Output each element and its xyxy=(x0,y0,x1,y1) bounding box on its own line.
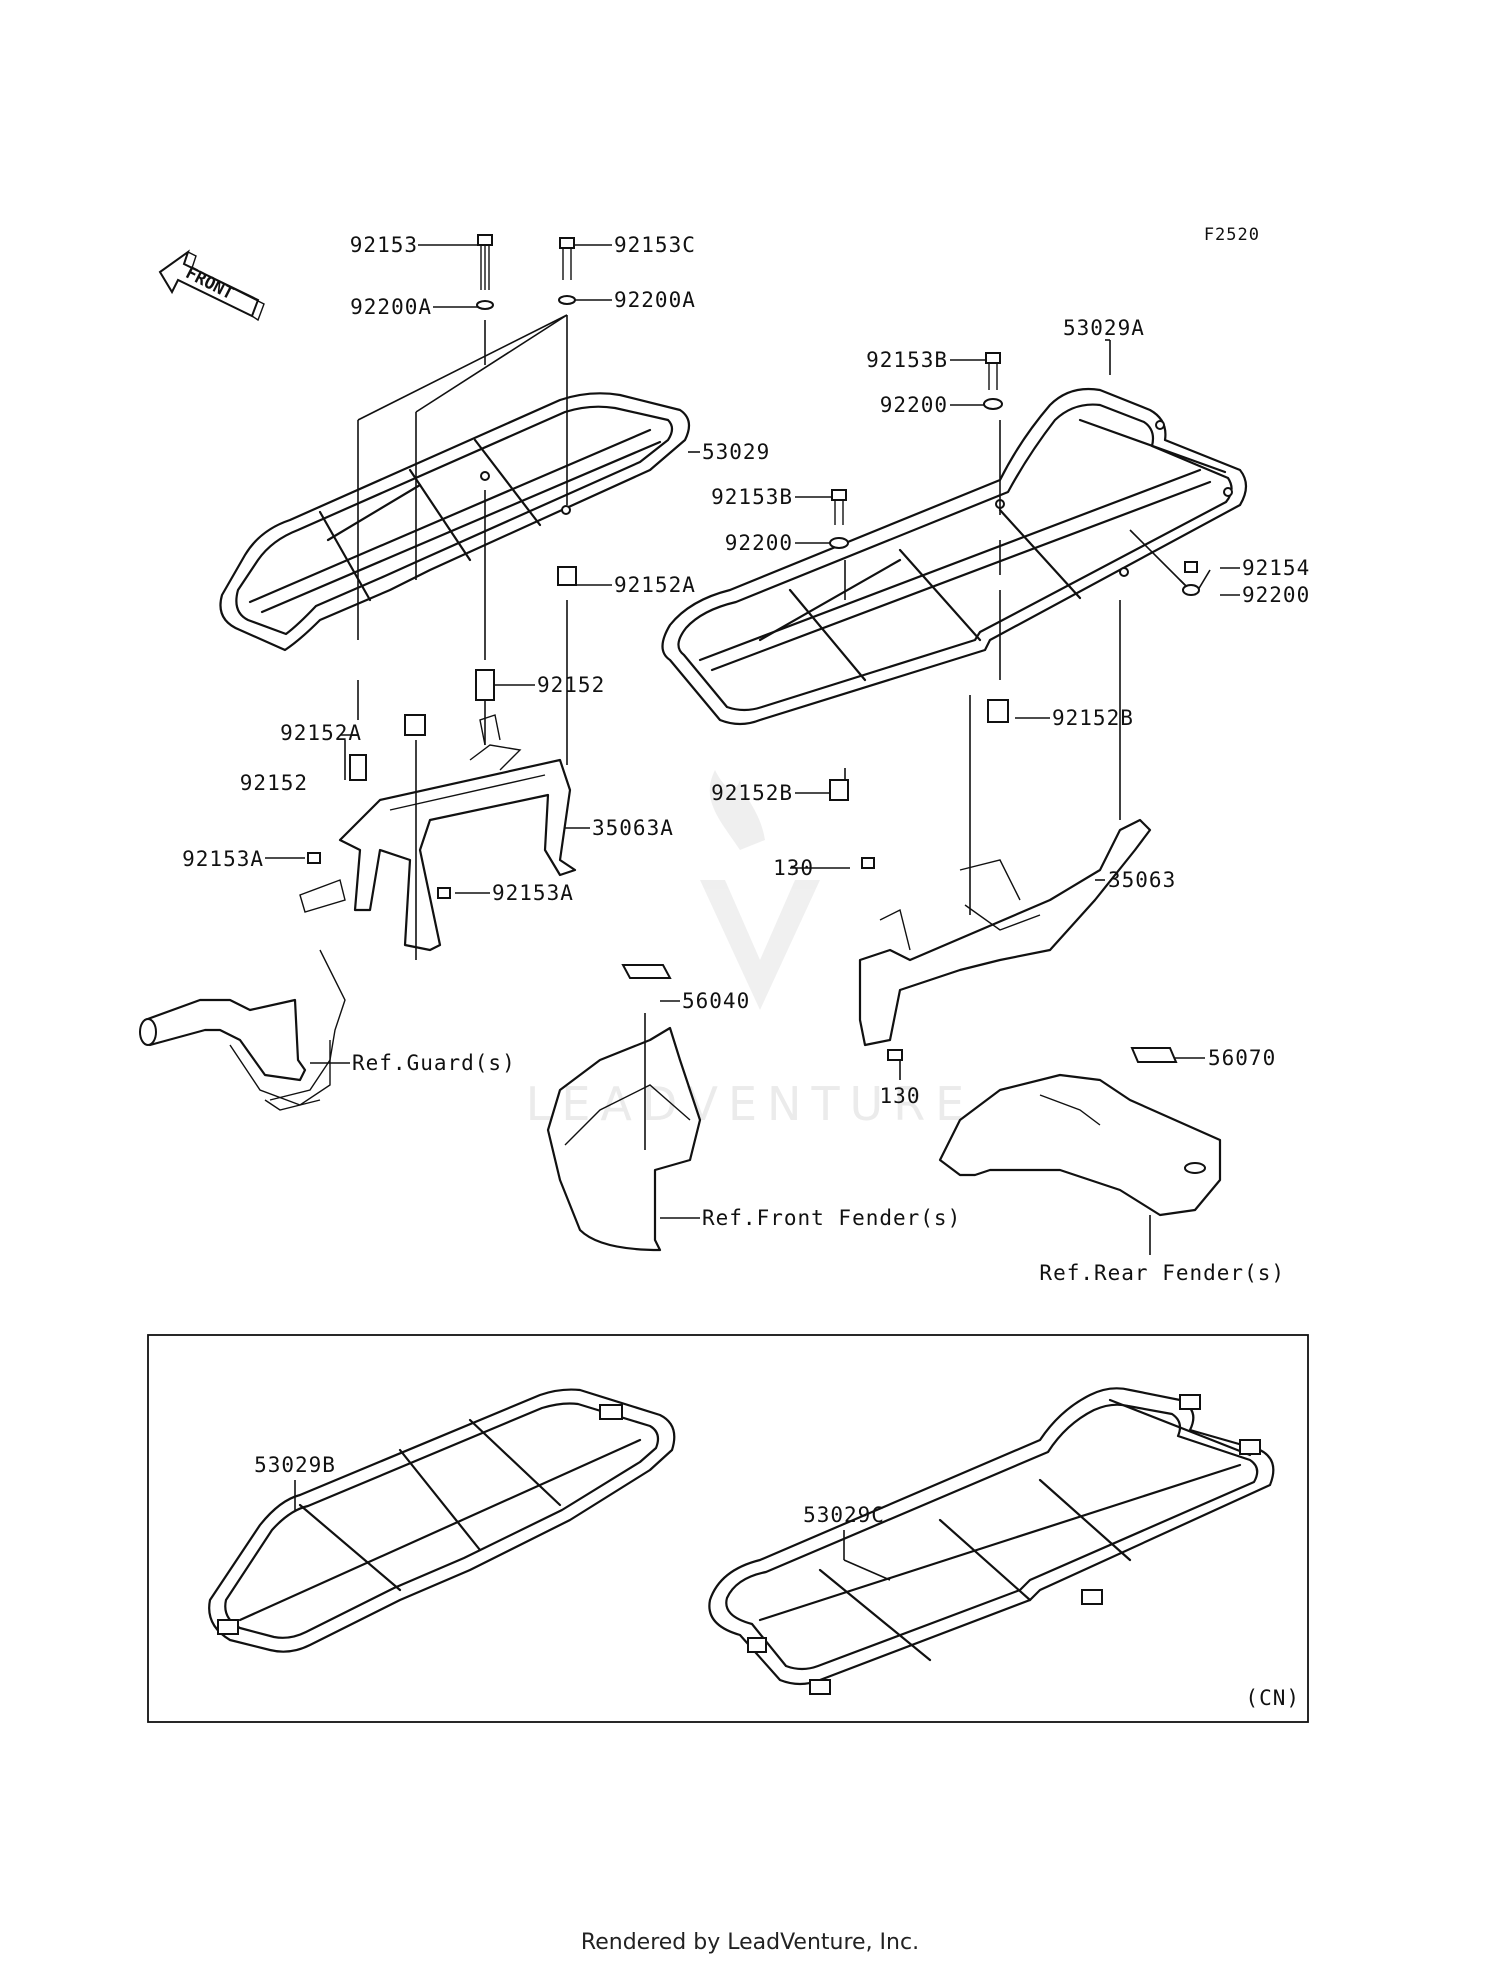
label-92152B-right: 92152B xyxy=(1052,706,1134,730)
label-92153B-top: 92153B xyxy=(866,348,948,372)
label-92153C: 92153C xyxy=(614,233,696,257)
decal-56070 xyxy=(1130,1047,1178,1063)
leaders-right xyxy=(790,339,1240,1255)
label-56040: 56040 xyxy=(682,989,750,1013)
label-92153B-mid: 92153B xyxy=(711,485,793,509)
rear-fender-reference xyxy=(938,1073,1222,1217)
label-92152A-right: 92152A xyxy=(614,573,696,597)
rear-carrier-53029A xyxy=(661,387,1248,726)
leaders-left-top xyxy=(265,244,700,1219)
label-53029A: 53029A xyxy=(1063,316,1145,340)
label-130-bottom: 130 xyxy=(880,1084,921,1108)
label-ref-front-fender: Ref.Front Fender(s) xyxy=(702,1206,961,1230)
label-92152B-left: 92152B xyxy=(711,781,793,805)
label-ref-guard: Ref.Guard(s) xyxy=(352,1051,516,1075)
front-arrow-icon: FRONT xyxy=(158,249,265,322)
label-92152-right: 92152 xyxy=(537,673,605,697)
label-92200A-right: 92200A xyxy=(614,288,696,312)
front-brace-35063A xyxy=(299,714,577,952)
label-35063: 35063 xyxy=(1108,868,1176,892)
label-ref-rear-fender: Ref.Rear Fender(s) xyxy=(1039,1261,1285,1285)
front-carrier-53029 xyxy=(219,392,691,652)
variant-label-cn: (CN) xyxy=(1245,1686,1300,1710)
left-hardware xyxy=(307,234,577,899)
watermark-logo: LEADVENTURE xyxy=(526,770,975,1131)
label-92200-mid: 92200 xyxy=(725,531,793,555)
label-92152-left: 92152 xyxy=(240,771,308,795)
label-92200A-left: 92200A xyxy=(350,295,432,319)
carrier-53029B xyxy=(208,1388,676,1653)
label-92153A-right: 92153A xyxy=(492,881,574,905)
label-53029: 53029 xyxy=(702,440,770,464)
carrier-53029C xyxy=(708,1387,1275,1695)
decal-56040 xyxy=(621,964,672,979)
right-hardware xyxy=(829,352,1200,1061)
label-56070: 56070 xyxy=(1208,1046,1276,1070)
label-92153A-left: 92153A xyxy=(182,847,264,871)
label-53029C: 53029C xyxy=(803,1503,885,1527)
label-92152A-left: 92152A xyxy=(280,721,362,745)
footer-credit: Rendered by LeadVenture, Inc. xyxy=(580,1930,920,1955)
front-fender-reference xyxy=(546,1026,702,1252)
label-53029B: 53029B xyxy=(254,1453,336,1477)
label-35063A: 35063A xyxy=(592,816,674,840)
rear-brace-35063 xyxy=(858,818,1152,1047)
label-92154: 92154 xyxy=(1242,556,1310,580)
part-labels: 92153 92153C 92200A 92200A 53029 92152A … xyxy=(182,233,1310,1710)
front-label: FRONT xyxy=(182,263,237,304)
front-guard-reference xyxy=(139,949,346,1111)
leaders-bottom xyxy=(294,1480,891,1581)
figure-code: F2520 xyxy=(1204,225,1260,245)
label-92200-right: 92200 xyxy=(1242,583,1310,607)
label-92200-top: 92200 xyxy=(880,393,948,417)
watermark-text: LEADVENTURE xyxy=(526,1077,975,1131)
label-130-top: 130 xyxy=(773,856,814,880)
label-92153: 92153 xyxy=(350,233,418,257)
cn-variant-box xyxy=(147,1334,1309,1723)
